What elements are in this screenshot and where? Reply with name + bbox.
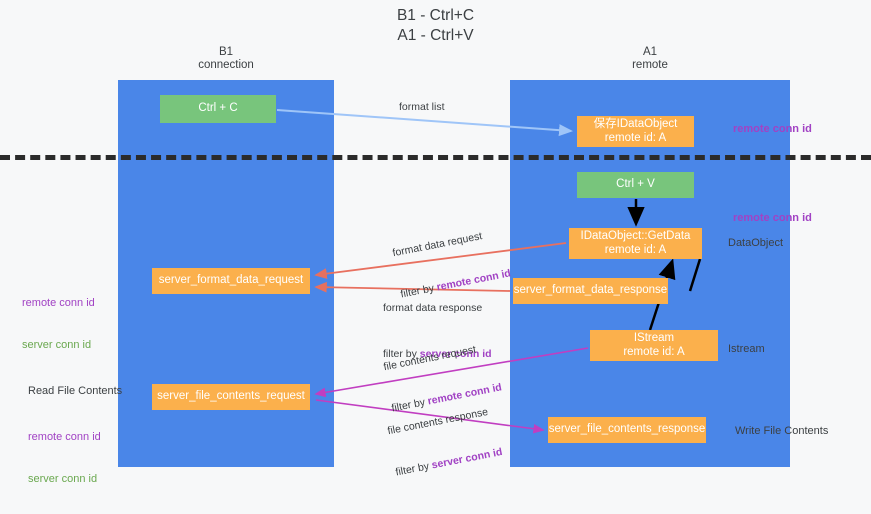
annotation-remote-conn-id: remote conn id (22, 297, 95, 309)
filter-key-server-conn-id: server conn id (430, 445, 504, 472)
annotation-server-conn-id: server conn id (28, 473, 98, 485)
filter-prefix: filter by (394, 459, 433, 479)
annotation-read-file-contents: Read File Contents (28, 385, 123, 397)
filter-key-server-conn-id: server conn id (419, 348, 492, 360)
edge-label-format-data-response-text: format data response (383, 302, 483, 314)
edge-format-data-request (314, 242, 567, 279)
edge-getdata-to-format-response (688, 258, 702, 292)
edge-file-contents-request (314, 347, 589, 398)
node-idataobject-getdata[interactable]: IDataObject::GetData remote id: A (569, 228, 702, 259)
node-idataobject[interactable]: 保存IDataObject remote id: A (577, 116, 694, 147)
edge-label-file-contents-response-filter: filter by server conn id (394, 445, 504, 479)
edge-format-data-response (314, 281, 511, 293)
node-istream[interactable]: IStream remote id: A (590, 330, 718, 361)
edge-format-list (276, 109, 573, 137)
node-server-file-contents-response[interactable]: server_file_contents_response (548, 417, 706, 443)
node-ctrl-c[interactable]: Ctrl + C (160, 95, 276, 123)
annotation-dataobject: DataObject (728, 237, 784, 249)
edge-label-format-list: format list (399, 101, 445, 113)
edge-file-contents-response (315, 399, 545, 434)
edge-label-file-contents-response-text: file contents response (386, 405, 490, 438)
annotation-remote-conn-id-top: remote conn id (733, 123, 812, 135)
phase-separator-dashed-line (0, 155, 871, 160)
annotation-remote-conn-id: remote conn id (28, 431, 101, 443)
edge-label-format-data-response: format data response filter by server co… (383, 273, 492, 389)
edge-label-file-contents-response: file contents response filter by server … (381, 376, 509, 507)
node-ctrl-v[interactable]: Ctrl + V (577, 172, 694, 198)
annotation-server-conn-id: server conn id (22, 339, 92, 351)
annotation-remote-conn-id-mid: remote conn id (733, 212, 812, 224)
node-server-format-data-request[interactable]: server_format_data_request (152, 268, 310, 294)
swimlane-b1-header: B1 connection (198, 46, 254, 71)
node-server-file-contents-request[interactable]: server_file_contents_request (152, 384, 310, 410)
node-server-format-data-response[interactable]: server_format_data_response (513, 278, 668, 304)
annotation-left-conn-ids-top: remote conn id server conn id (22, 268, 95, 380)
edge-label-file-contents-request-text: file contents request (382, 343, 478, 374)
edge-label-format-data-response-filter: filter by server conn id (383, 347, 492, 361)
edge-label-format-data-request-text: format data request (391, 230, 484, 260)
filter-prefix: filter by (383, 348, 420, 360)
annotation-write-file-contents: Write File Contents (735, 425, 829, 437)
annotation-left-conn-ids-bottom: remote conn id server conn id (28, 402, 101, 514)
swimlane-a1-header: A1 remote (632, 46, 668, 71)
connector-layer (276, 109, 702, 434)
diagram-canvas: B1 - Ctrl+C A1 - Ctrl+V B1 connection A1… (0, 7, 871, 485)
annotation-istream: Istream (728, 343, 765, 355)
diagram-title: B1 - Ctrl+C A1 - Ctrl+V (396, 7, 475, 44)
